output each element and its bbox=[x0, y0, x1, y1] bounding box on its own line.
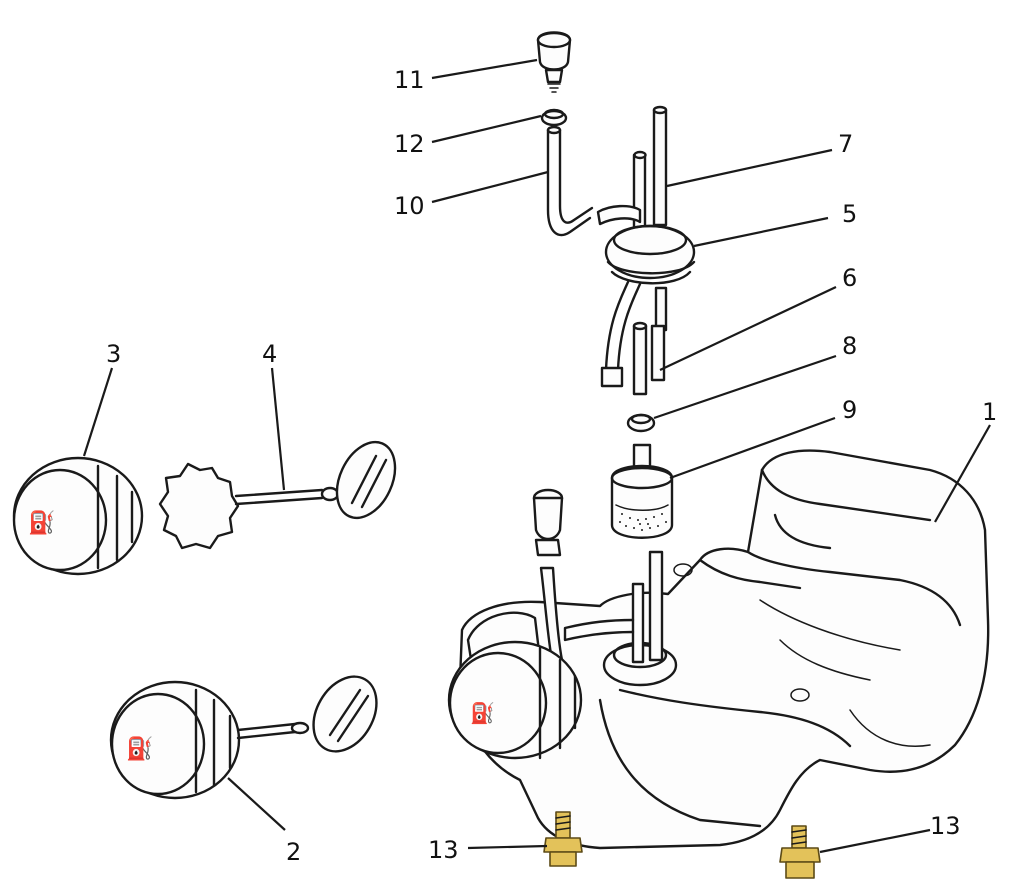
callout-6: 6 bbox=[842, 264, 857, 292]
cap-emblem-icon: ⛽ bbox=[28, 510, 55, 536]
callout-13-right: 13 bbox=[930, 812, 961, 840]
cap-emblem-icon: ⛽ bbox=[126, 736, 153, 762]
fuel-cap-with-strap: ⛽ bbox=[109, 675, 378, 800]
callout-7: 7 bbox=[838, 130, 853, 158]
callout-12: 12 bbox=[394, 130, 425, 158]
fuel-tank: ⛽ bbox=[447, 449, 990, 850]
filter-mesh bbox=[619, 513, 667, 531]
callout-1: 1 bbox=[982, 398, 997, 426]
callout-5: 5 bbox=[842, 200, 857, 228]
fuel-filter bbox=[610, 443, 674, 539]
callout-labels: 1 2 3 4 5 6 7 8 9 10 11 12 13 13 bbox=[106, 66, 997, 866]
callout-9: 9 bbox=[842, 396, 857, 424]
breather-cap bbox=[536, 31, 572, 93]
hose-clip bbox=[540, 108, 568, 127]
callout-11: 11 bbox=[394, 66, 425, 94]
cap-emblem-icon: ⛽ bbox=[470, 701, 495, 725]
mounting-bolt-right bbox=[779, 825, 821, 879]
fuel-cap: ⛽ bbox=[12, 456, 144, 576]
callout-2: 2 bbox=[286, 838, 301, 866]
leader-lines bbox=[82, 58, 991, 854]
fuel-line bbox=[600, 280, 668, 396]
callout-4: 4 bbox=[262, 340, 277, 368]
cap-strap-with-gasket bbox=[158, 440, 397, 550]
callout-3: 3 bbox=[106, 340, 121, 368]
callout-8: 8 bbox=[842, 332, 857, 360]
breather-hose bbox=[546, 125, 594, 237]
callout-13-left: 13 bbox=[428, 836, 459, 864]
clamp bbox=[626, 413, 656, 433]
mounting-bolt-left bbox=[543, 811, 583, 867]
callout-10: 10 bbox=[394, 192, 425, 220]
vent-grommet bbox=[596, 105, 696, 285]
